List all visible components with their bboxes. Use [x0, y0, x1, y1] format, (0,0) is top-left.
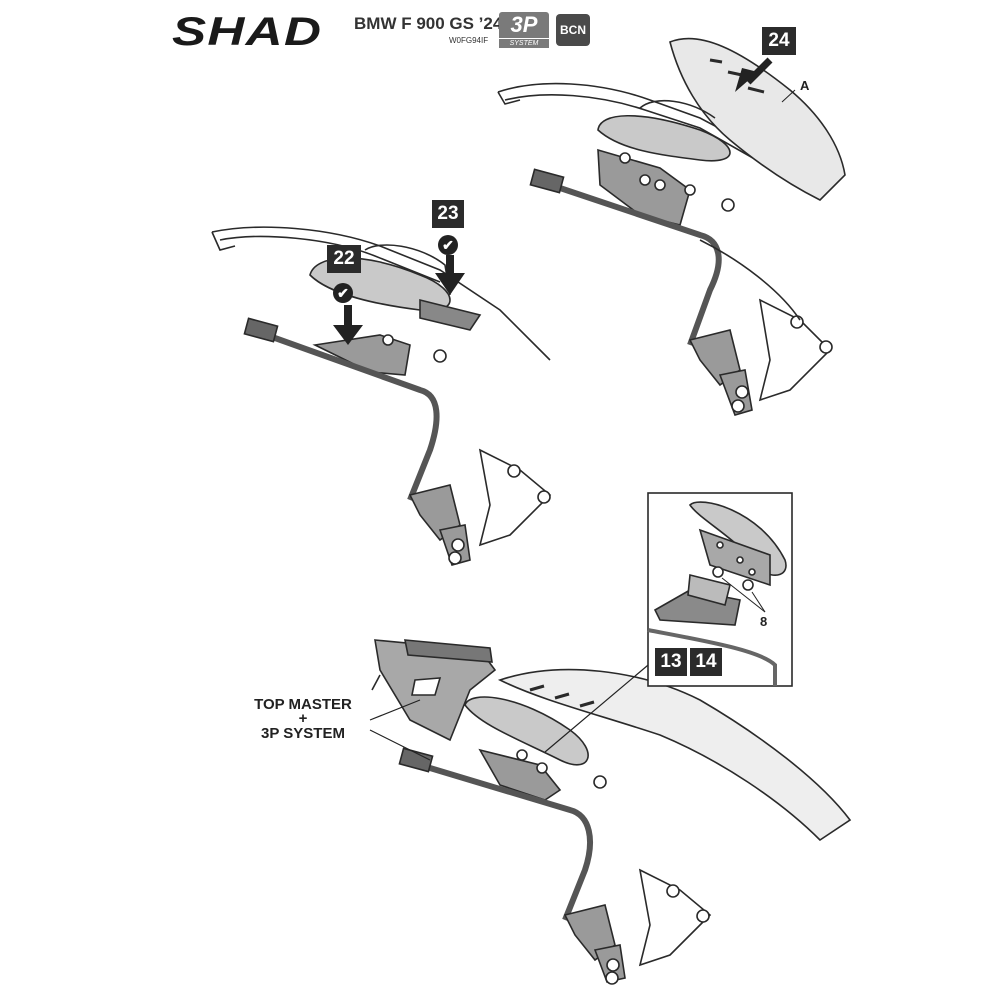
model-title: BMW F 900 GS ’24 [354, 14, 503, 33]
check-icon: ✔ [333, 283, 353, 303]
check-icon: ✔ [438, 235, 458, 255]
brand-logo: SHAD [172, 10, 323, 54]
bcn-badge: BCN [556, 14, 590, 46]
note-line-3: 3P SYSTEM [261, 725, 345, 742]
note-line-2: + [298, 710, 308, 727]
figure-step-24 [497, 37, 846, 416]
figure-step-22-23 [211, 226, 552, 566]
step-13-badge: 13 [655, 648, 687, 676]
model-code: W0FG94IF [449, 36, 489, 45]
part-a-label: A [800, 78, 810, 93]
part-8-label: 8 [760, 614, 768, 629]
step-14-badge: 14 [690, 648, 722, 676]
system-badge-text: SYSTEM [499, 39, 549, 48]
step-24-badge: 24 [762, 27, 796, 55]
step-23-badge: 23 [432, 200, 464, 228]
figure-top-master [369, 639, 852, 985]
top-master-note: TOP MASTER + 3P SYSTEM [238, 696, 368, 742]
3p-badge-text: 3P [499, 12, 549, 38]
3p-system-badge: 3P SYSTEM [499, 12, 549, 48]
step-22-badge: 22 [327, 245, 361, 273]
note-line-1: TOP MASTER [254, 696, 352, 713]
